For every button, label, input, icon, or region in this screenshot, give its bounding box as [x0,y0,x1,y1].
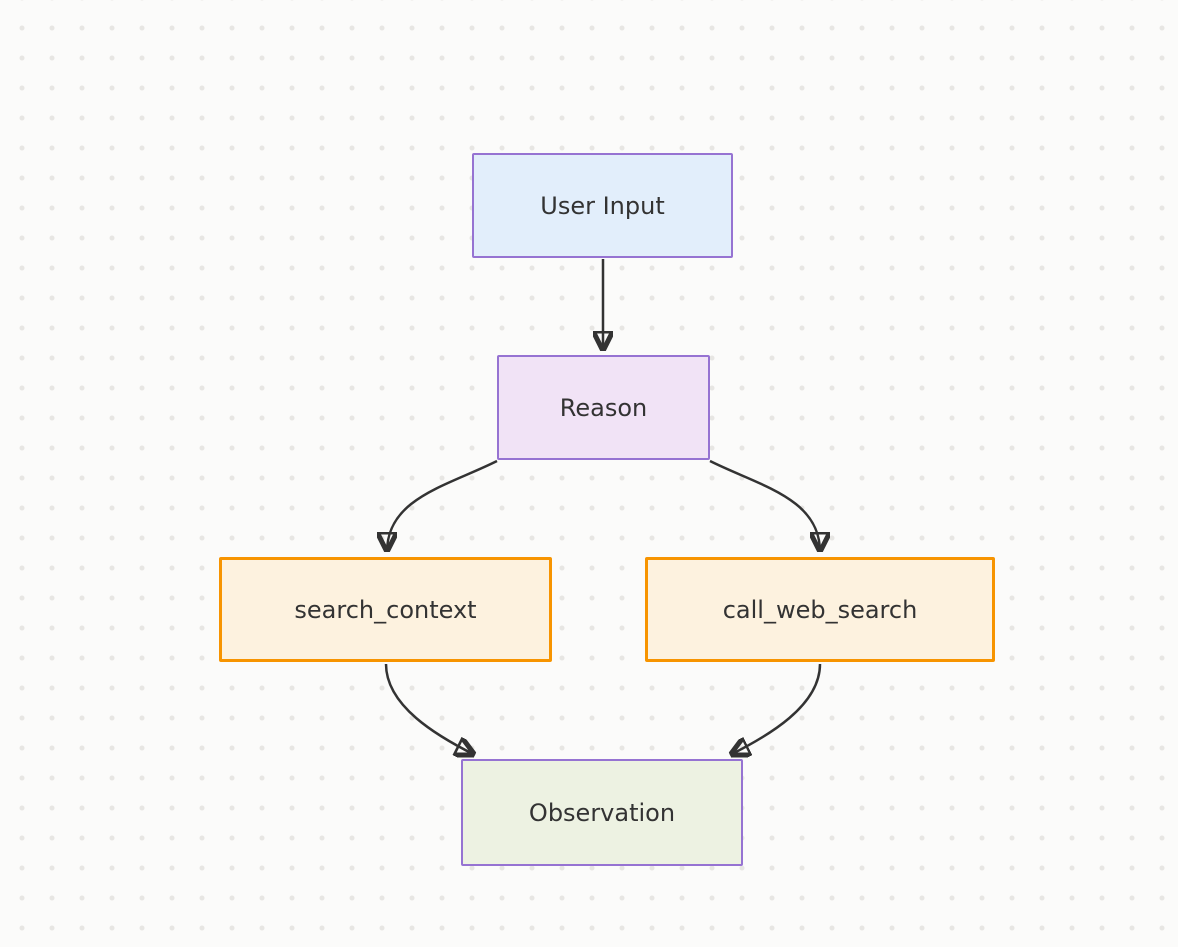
edge-reason-to-search-context [387,459,498,552]
node-reason-label: Reason [559,393,648,422]
edge-search-context-to-observation [384,663,475,755]
node-user-input: User Input [472,153,733,258]
node-call-web-search: call_web_search [645,557,995,662]
node-observation: Observation [461,759,743,866]
node-search-context-label: search_context [294,595,477,624]
node-user-input-label: User Input [540,191,665,220]
edge-call-web-search-to-observation [730,663,822,755]
node-observation-label: Observation [528,798,676,827]
edge-reason-to-call-web-search [709,459,820,552]
node-reason: Reason [497,355,710,460]
node-search-context: search_context [219,557,552,662]
node-call-web-search-label: call_web_search [722,595,918,624]
